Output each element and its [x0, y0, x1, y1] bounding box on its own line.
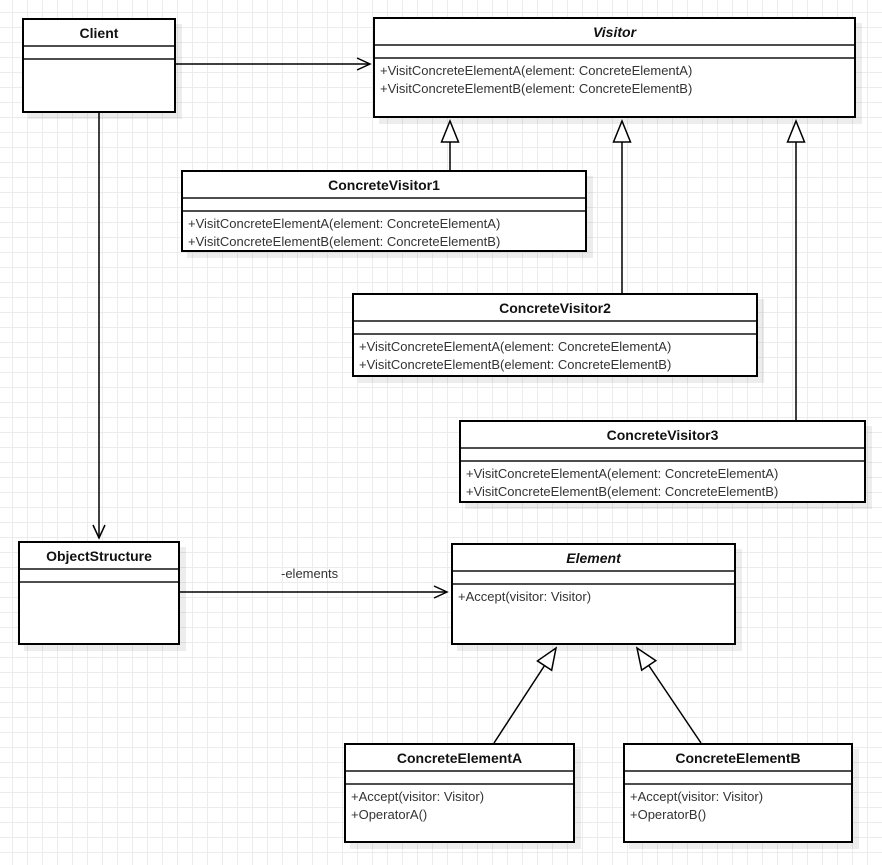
class-attributes-concreteelementa [346, 772, 573, 785]
class-box-element[interactable]: Element +Accept(visitor: Visitor) [451, 543, 736, 645]
method-text: +VisitConcreteElementB(element: Concrete… [380, 81, 693, 96]
class-methods-element: +Accept(visitor: Visitor) [453, 585, 734, 643]
method-text: +Accept(visitor: Visitor) [458, 589, 592, 604]
method-text: +VisitConcreteElementB(element: Concrete… [466, 484, 779, 499]
class-attributes-concretevisitor2 [354, 322, 756, 335]
class-methods-client [24, 60, 174, 111]
class-title-client: Client [24, 20, 174, 47]
class-title-element: Element [453, 545, 734, 572]
class-box-concretevisitor3[interactable]: ConcreteVisitor3 +VisitConcreteElementA(… [459, 420, 866, 503]
class-box-client[interactable]: Client [22, 18, 176, 113]
class-attributes-concretevisitor1 [183, 199, 585, 212]
class-box-concretevisitor2[interactable]: ConcreteVisitor2 +VisitConcreteElementA(… [352, 293, 758, 377]
method-text: +OperatorA() [351, 807, 428, 822]
class-title-concretevisitor2: ConcreteVisitor2 [354, 295, 756, 322]
class-title-visitor: Visitor [375, 19, 854, 46]
class-title-concreteelementa: ConcreteElementA [346, 745, 573, 772]
method-text: +VisitConcreteElementA(element: Concrete… [188, 216, 501, 231]
class-title-concreteelementb: ConcreteElementB [625, 745, 851, 772]
class-title-objectstructure: ObjectStructure [20, 543, 178, 570]
class-attributes-objectstructure [20, 570, 178, 583]
method-text: +VisitConcreteElementA(element: Concrete… [359, 339, 672, 354]
method-text: +VisitConcreteElementA(element: Concrete… [466, 466, 779, 481]
class-attributes-client [24, 47, 174, 60]
association-label-elements: -elements [281, 566, 339, 581]
class-attributes-concretevisitor3 [461, 449, 864, 462]
class-box-concretevisitor1[interactable]: ConcreteVisitor1 +VisitConcreteElementA(… [181, 170, 587, 252]
class-title-concretevisitor3: ConcreteVisitor3 [461, 422, 864, 449]
class-box-visitor[interactable]: Visitor +VisitConcreteElementA(element: … [373, 17, 856, 118]
method-text: +VisitConcreteElementB(element: Concrete… [188, 234, 501, 249]
class-attributes-element [453, 572, 734, 585]
class-attributes-concreteelementb [625, 772, 851, 785]
class-methods-visitor: +VisitConcreteElementA(element: Concrete… [375, 59, 854, 116]
class-box-objectstructure[interactable]: ObjectStructure [18, 541, 180, 645]
class-attributes-visitor [375, 46, 854, 59]
method-text: +Accept(visitor: Visitor) [351, 789, 485, 804]
class-methods-concreteelementb: +Accept(visitor: Visitor) +OperatorB() [625, 785, 851, 841]
class-methods-concretevisitor1: +VisitConcreteElementA(element: Concrete… [183, 212, 585, 250]
method-text: +OperatorB() [630, 807, 707, 822]
method-text: +VisitConcreteElementB(element: Concrete… [359, 357, 672, 372]
generalization-concreteelementb-element[interactable] [637, 648, 702, 744]
class-title-concretevisitor1: ConcreteVisitor1 [183, 172, 585, 199]
generalization-concreteelementa-element[interactable] [493, 648, 556, 744]
class-box-concreteelementa[interactable]: ConcreteElementA +Accept(visitor: Visito… [344, 743, 575, 843]
class-methods-concretevisitor3: +VisitConcreteElementA(element: Concrete… [461, 462, 864, 501]
method-text: +VisitConcreteElementA(element: Concrete… [380, 63, 693, 78]
class-methods-concretevisitor2: +VisitConcreteElementA(element: Concrete… [354, 335, 756, 375]
class-methods-concreteelementa: +Accept(visitor: Visitor) +OperatorA() [346, 785, 573, 841]
class-methods-objectstructure [20, 583, 178, 643]
method-text: +Accept(visitor: Visitor) [630, 789, 764, 804]
class-box-concreteelementb[interactable]: ConcreteElementB +Accept(visitor: Visito… [623, 743, 853, 843]
